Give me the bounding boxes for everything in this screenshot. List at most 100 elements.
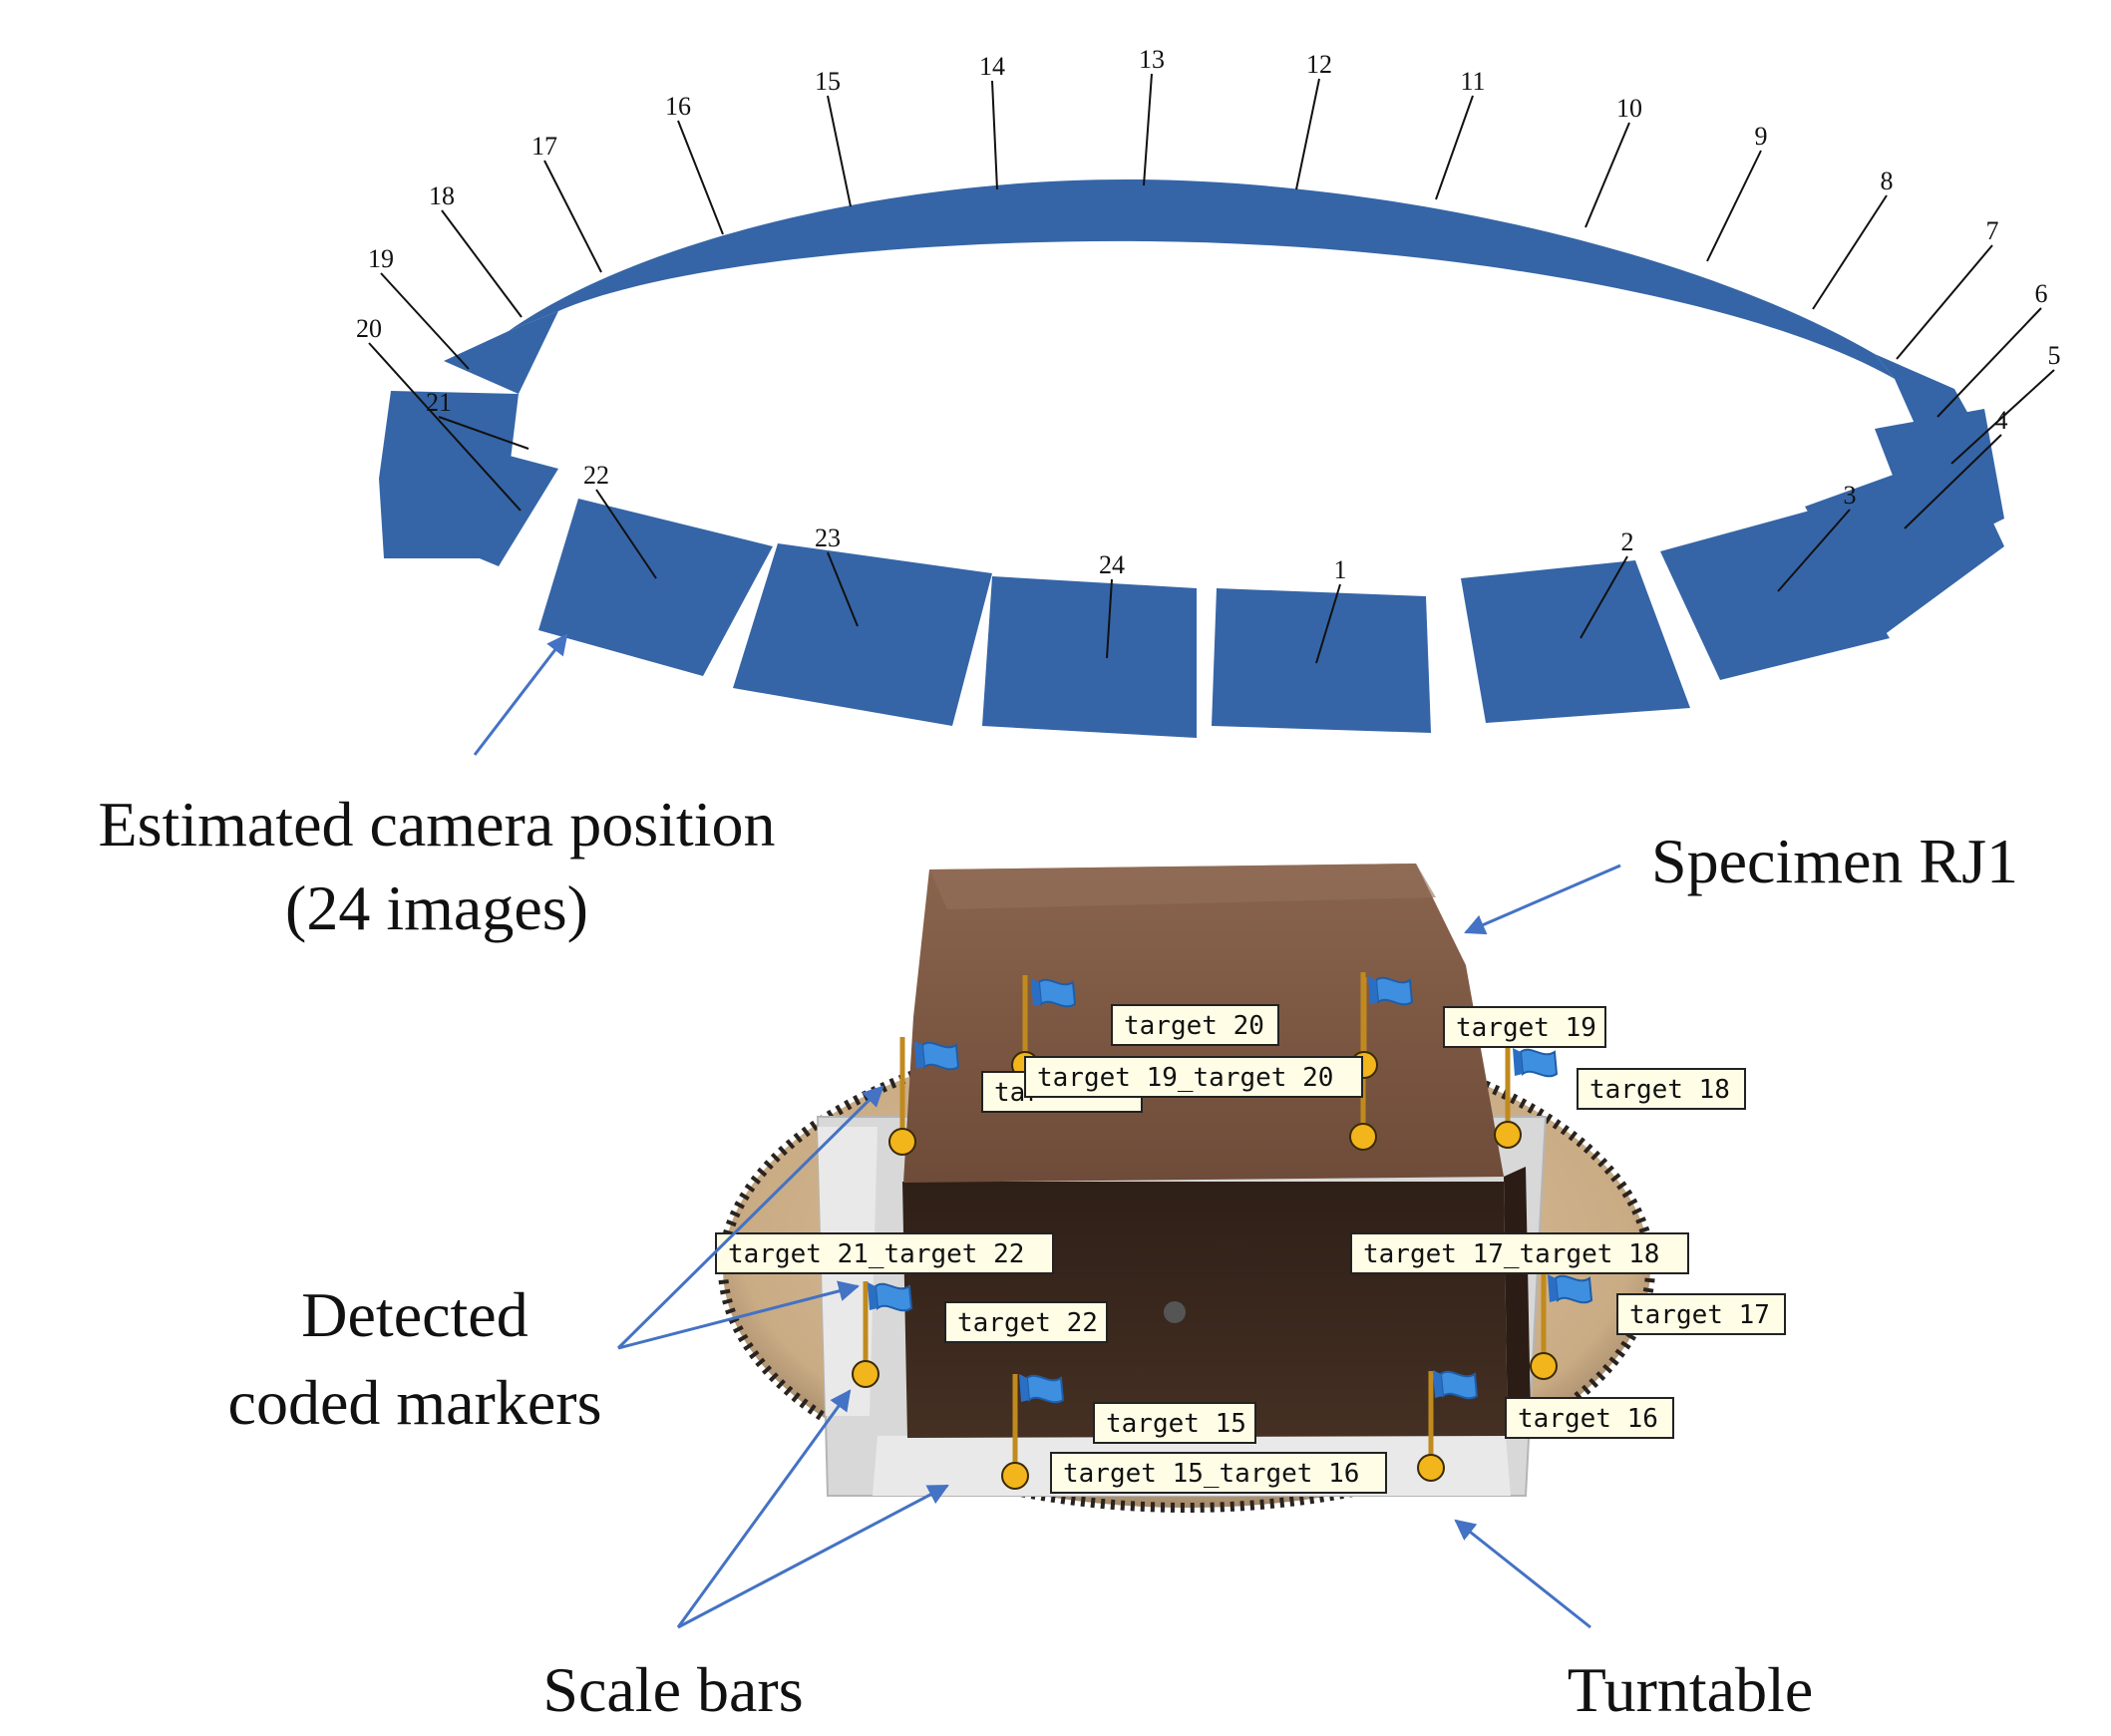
camera-leader-line <box>991 80 998 190</box>
camera-number-label: 13 <box>1139 45 1165 74</box>
camera-leader-line <box>595 489 657 579</box>
camera-number-label: 20 <box>356 314 382 343</box>
camera-leader-line <box>1435 95 1474 200</box>
specimen-label: Specimen RJ1 <box>1651 826 2018 896</box>
marker-label: target 21_target 22 <box>715 1232 1054 1274</box>
marker-label-text: target 17 <box>1629 1300 1770 1330</box>
camera-number-label: 7 <box>1986 216 1999 245</box>
marker-label-text: target 15_target 16 <box>1063 1459 1359 1489</box>
camera-leader-line <box>438 416 529 450</box>
marker-label: target 19 <box>1443 1006 1606 1048</box>
camera-number-label: 5 <box>2048 341 2061 370</box>
camera-number-label: 22 <box>583 461 609 490</box>
specimen-top-texture <box>929 864 1436 909</box>
marker-label-box <box>1443 1006 1606 1048</box>
camera-number-label: 6 <box>2035 279 2048 308</box>
marker-label: target 22 <box>944 1301 1108 1343</box>
marker-label-box <box>1050 1452 1387 1494</box>
specimen-hole <box>1164 1301 1186 1323</box>
marker-label-box <box>1350 1232 1689 1274</box>
camera-frame <box>538 499 773 676</box>
estimated-camera-label: Estimated camera position <box>99 789 776 860</box>
camera-leader-line <box>827 95 852 207</box>
arrow-icon <box>1454 1519 1591 1629</box>
camera-leader-line <box>1904 434 2002 529</box>
camera-number-label: 4 <box>1995 406 2008 435</box>
arrow-icon <box>617 1280 861 1350</box>
detected-markers-sublabel: coded markers <box>228 1367 602 1438</box>
camera-number-label: 16 <box>665 92 691 121</box>
camera-frame <box>733 543 992 726</box>
camera-band-far <box>509 178 1895 379</box>
camera-leader-line <box>543 160 602 273</box>
marker-dot-icon <box>1417 1454 1445 1482</box>
marker-label: target 15_target 16 <box>1050 1452 1387 1494</box>
camera-number-label: 10 <box>1616 94 1642 123</box>
marker-label-text: target 19 <box>1456 1013 1596 1043</box>
marker-label-text: target 18 <box>1589 1075 1730 1105</box>
marker-label-text: target 19_target 20 <box>1037 1063 1333 1093</box>
arrow-icon <box>677 1484 949 1629</box>
camera-frame <box>1461 560 1690 723</box>
camera-ring <box>379 178 2004 738</box>
detected-markers-label: Detected <box>301 1279 528 1350</box>
marker-label-box <box>1093 1402 1256 1444</box>
camera-number-label: 12 <box>1306 50 1332 79</box>
arrow-icon <box>616 1085 884 1350</box>
marker-label-box <box>1577 1068 1746 1110</box>
callout-arrows <box>473 633 1621 1629</box>
camera-number-label: 21 <box>426 388 452 417</box>
marker-label-text: target 21_target 22 <box>728 1239 1024 1269</box>
arrow-icon <box>676 1389 852 1628</box>
camera-number-label: 11 <box>1460 67 1485 96</box>
camera-leader-line <box>827 551 859 627</box>
estimated-camera-sublabel: (24 images) <box>285 872 588 943</box>
arrow-icon <box>473 633 568 756</box>
marker-label-text: target 22 <box>957 1308 1098 1338</box>
marker-label-box <box>1024 1056 1363 1098</box>
camera-frame <box>1212 588 1431 733</box>
marker-label: target 18 <box>1577 1068 1746 1110</box>
marker-label-text: target 17_target 18 <box>1363 1239 1659 1269</box>
marker-label-box <box>944 1301 1108 1343</box>
camera-number-label: 19 <box>368 244 394 273</box>
camera-number-label: 24 <box>1099 550 1125 579</box>
camera-leader-line <box>1936 307 2042 418</box>
marker-label-text: target 15 <box>1106 1409 1246 1439</box>
marker-label: target 16 <box>1505 1397 1674 1439</box>
marker-label: target 17_target 18 <box>1350 1232 1689 1274</box>
camera-leader-line <box>1143 73 1153 186</box>
marker-label-text: target 16 <box>1518 1404 1658 1434</box>
camera-leader-line <box>677 120 724 235</box>
camera-number-label: 8 <box>1881 167 1894 195</box>
camera-number-label: 18 <box>429 181 455 210</box>
camera-leader-line <box>1584 122 1630 228</box>
camera-leader-line <box>1580 555 1628 639</box>
marker-label-text: target 20 <box>1124 1011 1264 1041</box>
camera-leader-line <box>1315 583 1341 664</box>
camera-leader-line <box>368 342 522 512</box>
marker-dot-icon <box>888 1128 916 1156</box>
camera-band-left <box>444 311 558 394</box>
camera-leader-line <box>1950 369 2055 465</box>
marker-label-box <box>1111 1004 1279 1046</box>
turntable-label: Turntable <box>1568 1654 1814 1725</box>
marker-dot-icon <box>1001 1462 1029 1490</box>
marker-label-box <box>715 1232 1054 1274</box>
camera-leader-line <box>1295 78 1320 190</box>
arrow-icon <box>1464 864 1621 935</box>
camera-number-label: 1 <box>1334 555 1347 584</box>
marker-dot-icon <box>1530 1352 1558 1380</box>
camera-number-label: 14 <box>979 52 1005 81</box>
camera-number-label: 2 <box>1621 527 1634 556</box>
camera-leader-line <box>1106 578 1113 659</box>
scale-bars-label: Scale bars <box>542 1654 803 1725</box>
camera-leader-line <box>1812 194 1888 310</box>
marker-label: target 15 <box>1093 1402 1256 1444</box>
marker-label-box <box>1616 1293 1786 1335</box>
marker-dot-icon <box>852 1360 880 1388</box>
camera-frame <box>982 576 1197 738</box>
